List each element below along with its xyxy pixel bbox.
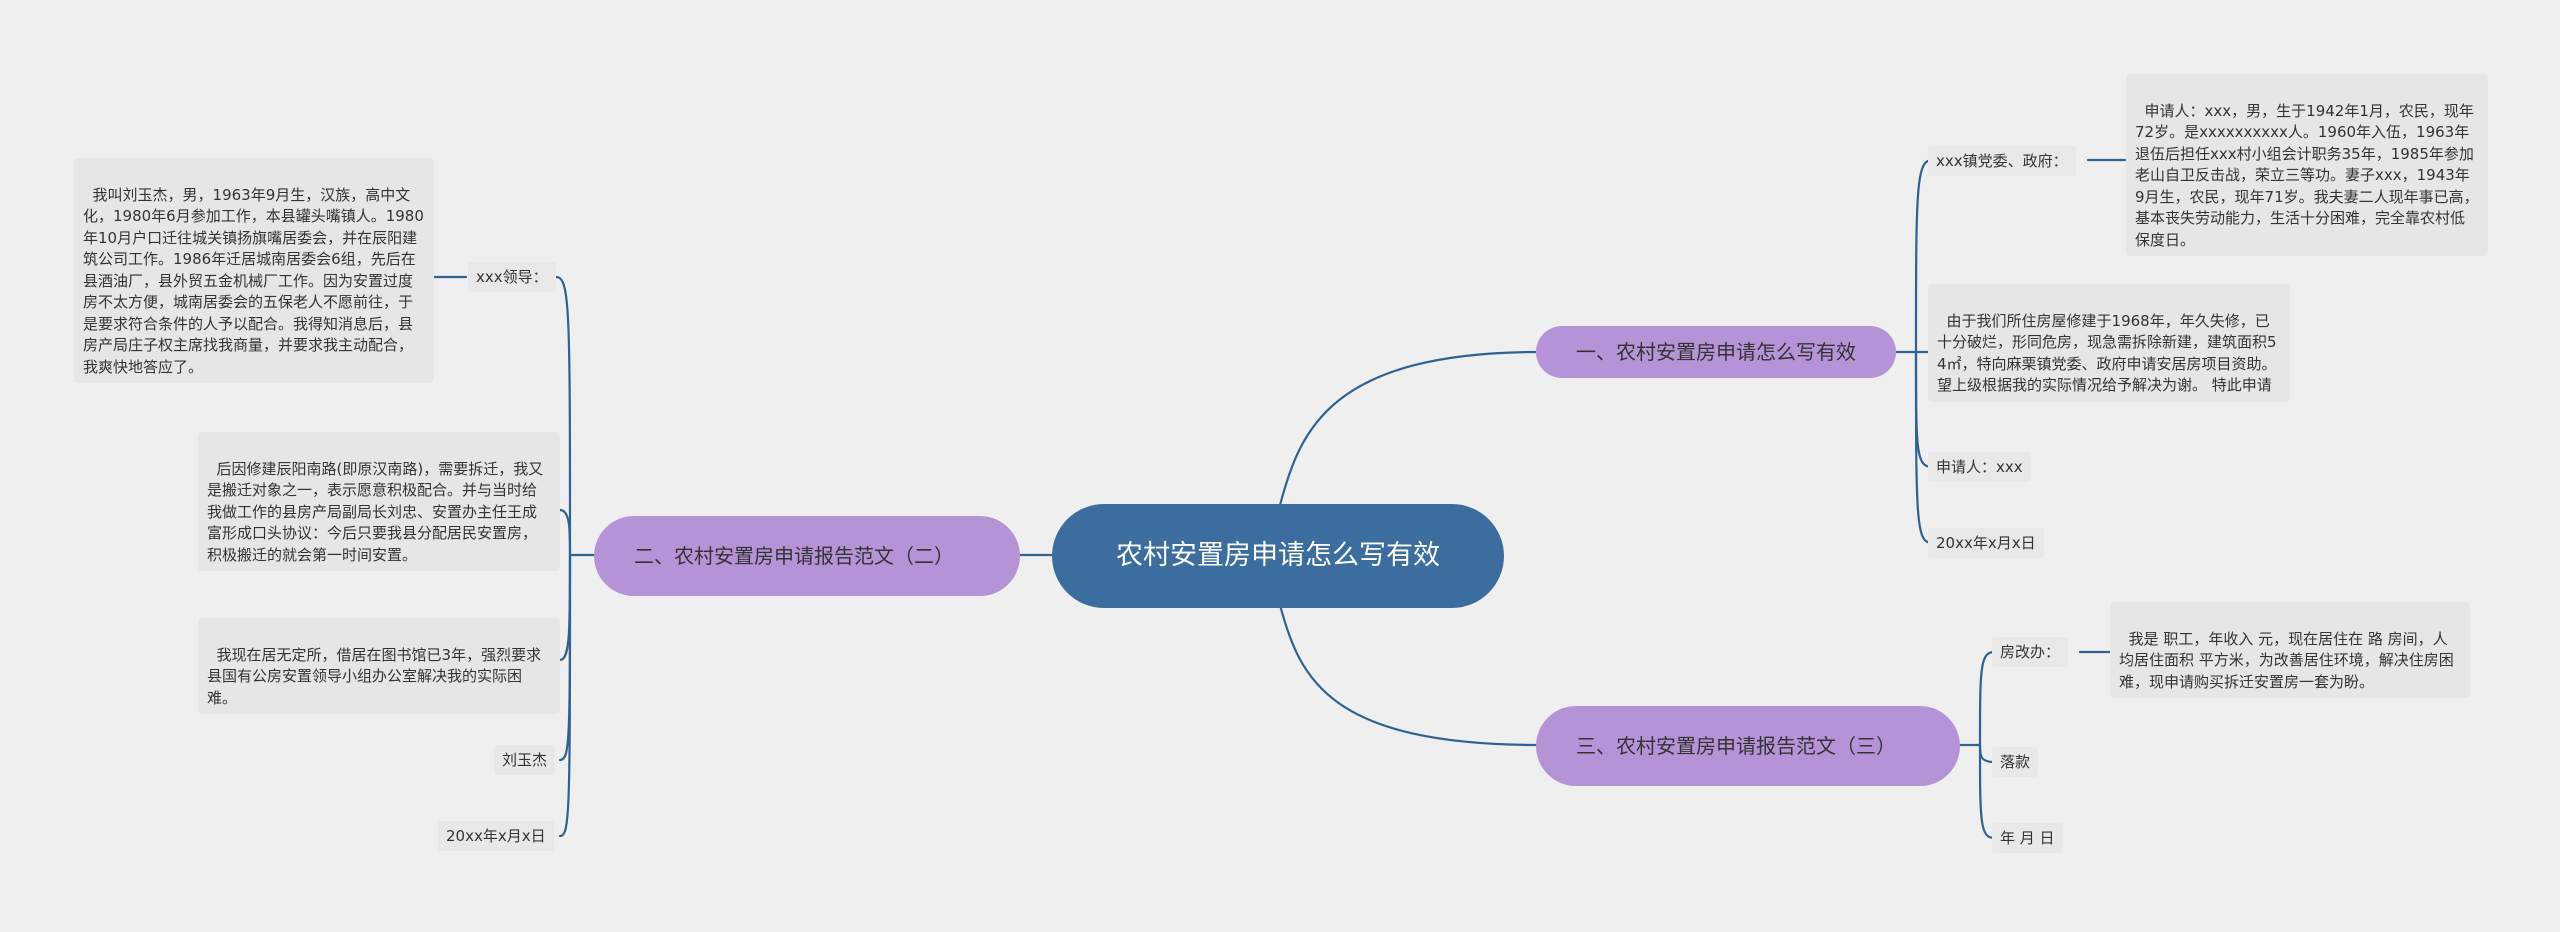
branch-3-child-1-detail[interactable]: 我是 职工，年收入 元，现在居住在 路 房间，人均居住面积 平方米，为改善居住环… (2110, 602, 2470, 698)
branch-2-child-4[interactable]: 刘玉杰 (494, 745, 556, 775)
branch-1-child-4[interactable]: 20xx年x月x日 (1928, 528, 2044, 558)
branch-3-child-3[interactable]: 年 月 日 (1992, 823, 2063, 853)
branch-2[interactable]: 二、农村安置房申请报告范文（二） (594, 516, 1020, 596)
branch-3-child-1[interactable]: 房改办： (1992, 637, 2069, 667)
branch-2-child-2[interactable]: 后因修建辰阳南路(即原汉南路)，需要拆迁，我又是搬迁对象之一，表示愿意积极配合。… (198, 432, 560, 571)
branch-3-label: 三、农村安置房申请报告范文（三） (1576, 734, 1896, 758)
branch-1[interactable]: 一、农村安置房申请怎么写有效 (1536, 326, 1896, 378)
branch-3-child-2[interactable]: 落款 (1992, 747, 2039, 777)
branch-1-label: 一、农村安置房申请怎么写有效 (1576, 340, 1856, 364)
root-topic[interactable]: 农村安置房申请怎么写有效 (1052, 504, 1504, 608)
branch-2-label: 二、农村安置房申请报告范文（二） (634, 544, 954, 568)
branch-3[interactable]: 三、农村安置房申请报告范文（三） (1536, 706, 1960, 786)
branch-1-child-3[interactable]: 申请人：xxx (1928, 452, 2031, 482)
edge-b1-c4 (1914, 350, 1934, 545)
branch-2-child-3[interactable]: 我现在居无定所，借居在图书馆已3年，强烈要求县国有公房安置领导小组办公室解决我的… (198, 618, 560, 714)
branch-2-child-1-detail[interactable]: 我叫刘玉杰，男，1963年9月生，汉族，高中文化，1980年6月参加工作，本县罐… (74, 158, 434, 383)
branch-1-child-1[interactable]: xxx镇党委、政府： (1928, 146, 2076, 176)
edge-b2-c5 (558, 553, 572, 838)
edge-b1-c1 (1914, 158, 1934, 354)
root-topic-label: 农村安置房申请怎么写有效 (1116, 540, 1440, 571)
edge-b2-c3 (558, 553, 572, 662)
branch-1-child-1-detail[interactable]: 申请人：xxx，男，生于1942年1月，农民，现年72岁。是xxxxxxxxxx… (2126, 74, 2488, 256)
edge-b3-c3 (1978, 743, 1996, 840)
branch-2-child-1[interactable]: xxx领导： (468, 262, 556, 292)
edge-b3-c1 (1978, 650, 1996, 747)
edge-b2-c1 (554, 275, 572, 557)
edge-b2-c2 (558, 508, 572, 557)
edge-root-b1 (1278, 350, 1542, 507)
edge-root-b3 (1278, 603, 1542, 747)
branch-2-child-5[interactable]: 20xx年x月x日 (438, 821, 554, 851)
branch-1-child-2[interactable]: 由于我们所住房屋修建于1968年，年久失修，已十分破烂，形同危房，现急需拆除新建… (1928, 284, 2290, 402)
